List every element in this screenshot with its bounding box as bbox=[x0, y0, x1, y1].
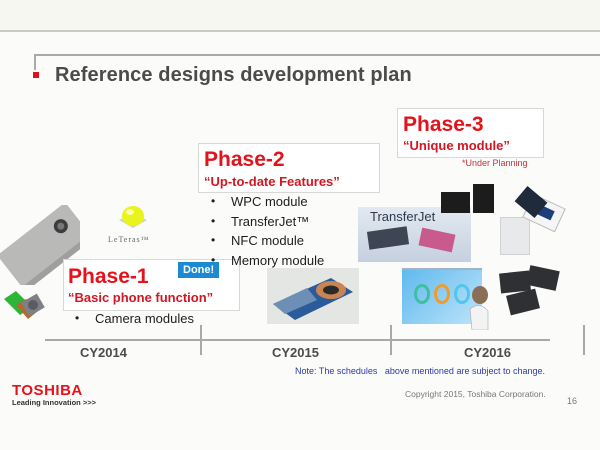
timeline-tick bbox=[390, 325, 392, 355]
sd-card-image bbox=[500, 217, 530, 255]
phase-2-subtitle: “Up-to-date Features” bbox=[204, 174, 340, 189]
phase-1-items: Camera modules bbox=[72, 309, 194, 329]
wpc-module-image bbox=[267, 268, 359, 324]
person-image bbox=[469, 286, 489, 330]
top-bar bbox=[0, 0, 600, 32]
toshiba-logo: TOSHIBA bbox=[12, 382, 83, 399]
phase-3-title: Phase-3 bbox=[403, 113, 484, 136]
phase-3-subtitle: “Unique module” bbox=[403, 138, 510, 153]
phase-2-item: Memory module bbox=[208, 251, 324, 271]
transferjet-logo: TransferJet bbox=[370, 209, 436, 224]
camera-module-image bbox=[0, 205, 80, 285]
slide-title: Reference designs development plan bbox=[55, 64, 412, 86]
leteras-led-image bbox=[119, 206, 147, 228]
phase-2-item: NFC module bbox=[208, 231, 324, 251]
copyright: Copyright 2015, Toshiba Corporation. bbox=[405, 389, 546, 399]
under-planning-note: *Under Planning bbox=[462, 158, 528, 168]
timeline-label-2016: CY2016 bbox=[464, 345, 511, 360]
timeline-tick bbox=[583, 325, 585, 355]
phase-2-items: WPC module TransferJet™ NFC module Memor… bbox=[208, 192, 324, 270]
leteras-logo: LeTeras™ bbox=[108, 235, 150, 244]
timeline-axis bbox=[45, 339, 550, 341]
title-bracket bbox=[34, 54, 600, 70]
phase-1-title: Phase-1 bbox=[68, 265, 149, 288]
tagline: Leading Innovation >>> bbox=[12, 398, 96, 407]
nand-chip-image bbox=[506, 288, 540, 316]
microsd-card-image bbox=[441, 192, 470, 213]
schedule-note: Note: The schedules above mentioned are … bbox=[295, 366, 545, 376]
phase-1-item: Camera modules bbox=[72, 309, 194, 329]
transferjet-image: TransferJet bbox=[358, 207, 471, 262]
phase-3-box: Phase-3 “Unique module” bbox=[397, 108, 544, 158]
phase-1-subtitle: “Basic phone function” bbox=[68, 290, 214, 305]
phase-2-item: WPC module bbox=[208, 192, 324, 212]
timeline-label-2014: CY2014 bbox=[80, 345, 127, 360]
timeline-label-2015: CY2015 bbox=[272, 345, 319, 360]
microsd-card-image bbox=[473, 184, 494, 213]
page-number: 16 bbox=[567, 396, 578, 406]
camera-sensor-image bbox=[4, 291, 45, 319]
phase-2-item: TransferJet™ bbox=[208, 212, 324, 232]
title-bullet-icon bbox=[33, 72, 39, 78]
timeline-tick bbox=[200, 325, 202, 355]
touch-display-image bbox=[402, 268, 482, 324]
nand-chip-image bbox=[526, 265, 560, 291]
phase-2-box: Phase-2 “Up-to-date Features” bbox=[198, 143, 380, 193]
phase-2-title: Phase-2 bbox=[204, 148, 285, 171]
